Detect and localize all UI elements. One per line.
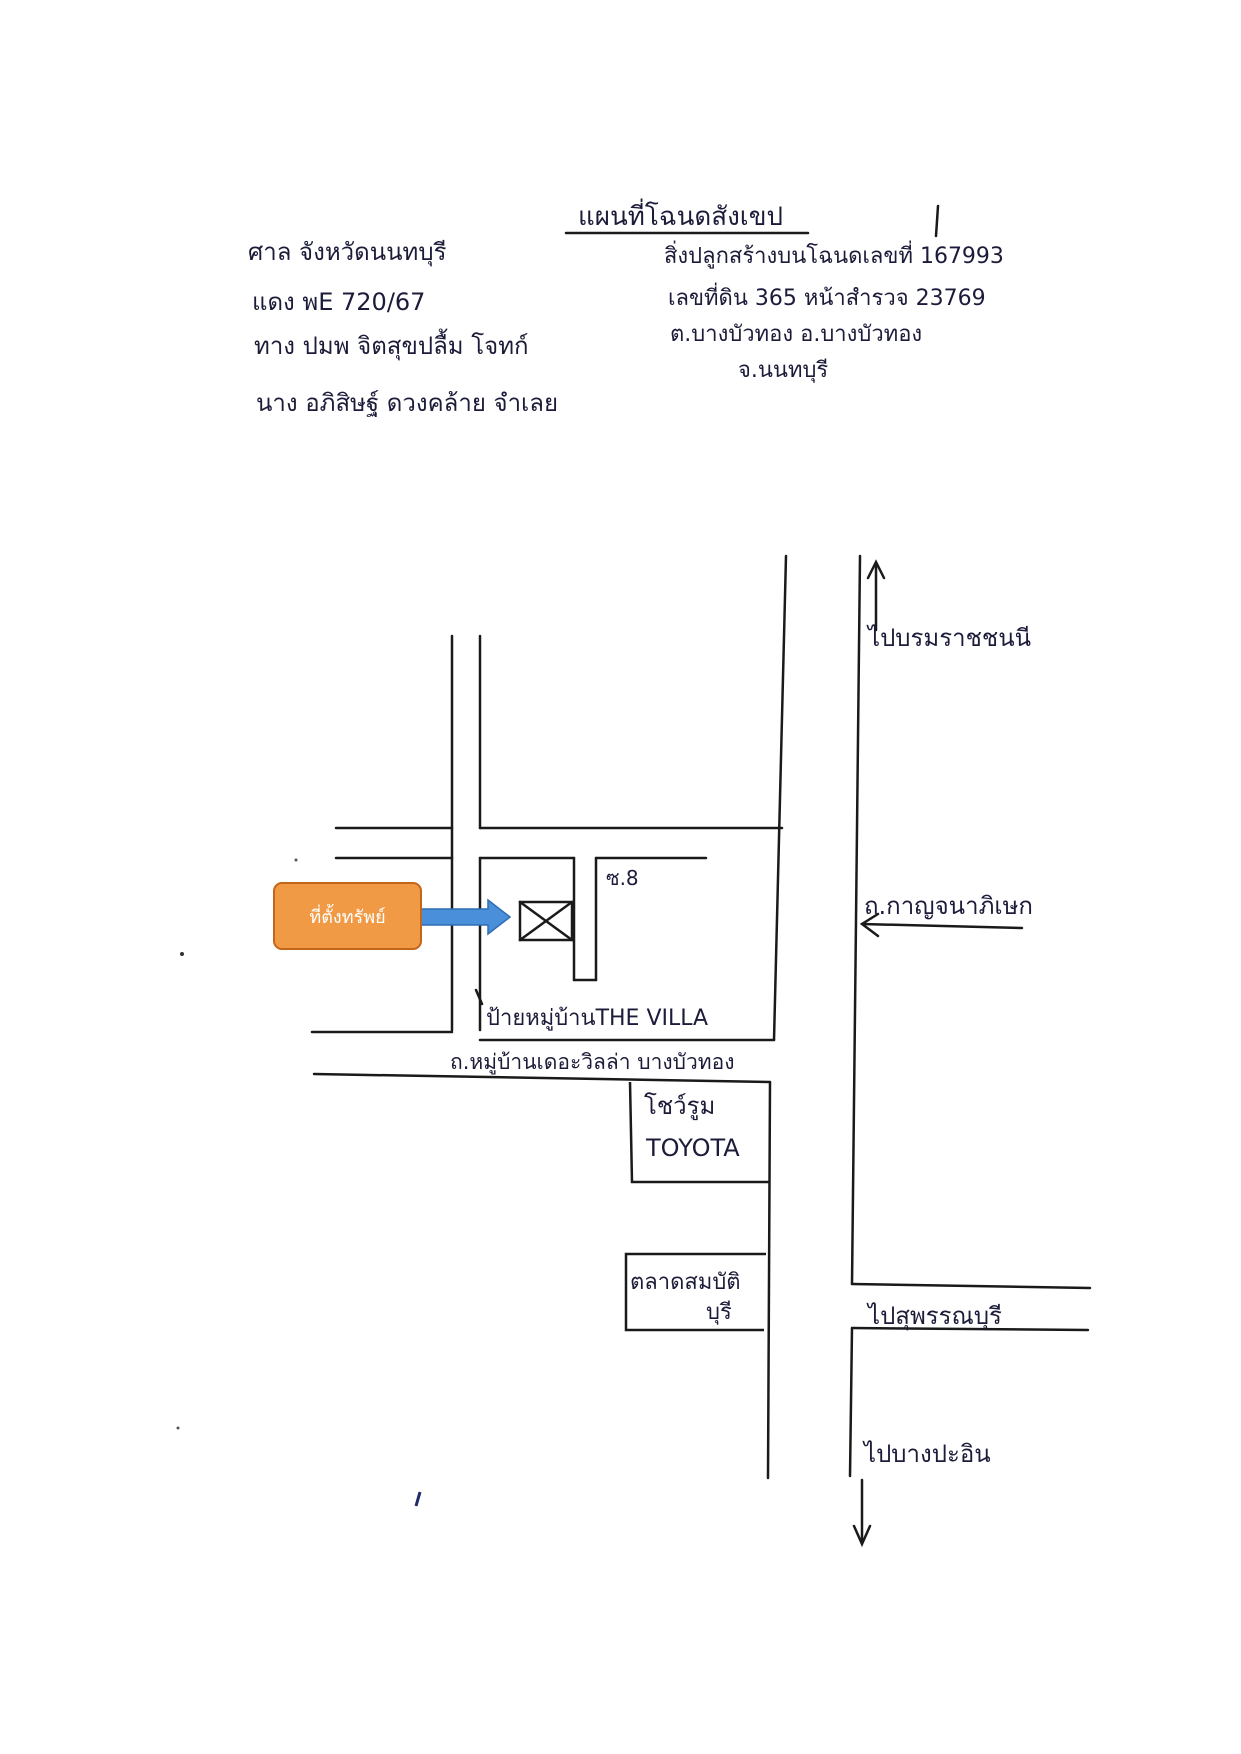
ink-mark [414, 1491, 422, 1507]
east-road-bottom [850, 1326, 1090, 1332]
property-location-label: ที่ตั้งทรัพย์ [273, 882, 422, 950]
property-marker [518, 900, 574, 942]
deed-line-4: จ.นนทบุรี [738, 358, 829, 383]
village-sign-tick [474, 988, 484, 1006]
main-road-east-edge-lower [848, 1326, 854, 1478]
soi-label: ซ.8 [606, 866, 639, 890]
property-marker-x2 [518, 900, 574, 942]
market-label-1: ตลาดสมบัติ [630, 1270, 741, 1295]
pointer-arrow [419, 898, 512, 936]
plaintiff: ทาง ปมพ จิตสุขปลื้ม โจทก์ [254, 332, 529, 360]
dot [176, 1426, 180, 1430]
map-title: แผนที่โฉนดสังเขป [578, 202, 783, 232]
court-name: ศาล จังหวัดนนทบุรี [248, 238, 447, 266]
property-location-text: ที่ตั้งทรัพย์ [309, 906, 386, 928]
case-number: แดง พE 720/67 [252, 288, 426, 316]
dot [180, 952, 184, 956]
village-sign-label: ป้ายหมู่บ้านTHE VILLA [486, 1006, 709, 1031]
to-north-label: ไปบรมราชชนนี [868, 624, 1032, 652]
to-south-label: ไปบางปะอิน [864, 1440, 991, 1468]
showroom-label-2: TOYOTA [646, 1134, 740, 1162]
east-road-top [850, 1282, 1092, 1290]
market-box [624, 1252, 766, 1332]
village-road-label: ถ.หมู่บ้านเดอะวิลล่า บางบัวทอง [450, 1050, 735, 1074]
village-road-bottom [312, 1072, 772, 1084]
main-road-label: ถ.กาญจนาภิเษก [864, 892, 1033, 920]
deed-line-1: สิ่งปลูกสร้างบนโฉนดเลขที่ 167993 [664, 244, 1004, 269]
dot [294, 858, 298, 862]
main-road-west-edge-upper [772, 554, 788, 1042]
deed-line-2: เลขที่ดิน 365 หน้าสำรวจ 23769 [668, 286, 986, 311]
main-road-west-edge-lower [766, 1080, 772, 1480]
deed-line-3: ต.บางบัวทอง อ.บางบัวทอง [670, 322, 923, 347]
main-road-east-edge-upper [850, 554, 862, 1286]
showroom-box [628, 1081, 770, 1184]
to-east-label: ไปสุพรรณบุรี [868, 1302, 1002, 1330]
west-arrow-head [859, 912, 880, 938]
north-arrow-head [866, 559, 886, 580]
showroom-label-1: โชว์รูม [644, 1092, 716, 1120]
title-tick [934, 204, 940, 238]
market-label-2: บุรี [706, 1300, 732, 1325]
south-arrow-head [852, 1524, 872, 1548]
west-arrow-shaft [860, 922, 1024, 930]
defendant: นาง อภิสิษฐ์ ดวงคล้าย จำเลย [256, 389, 559, 417]
